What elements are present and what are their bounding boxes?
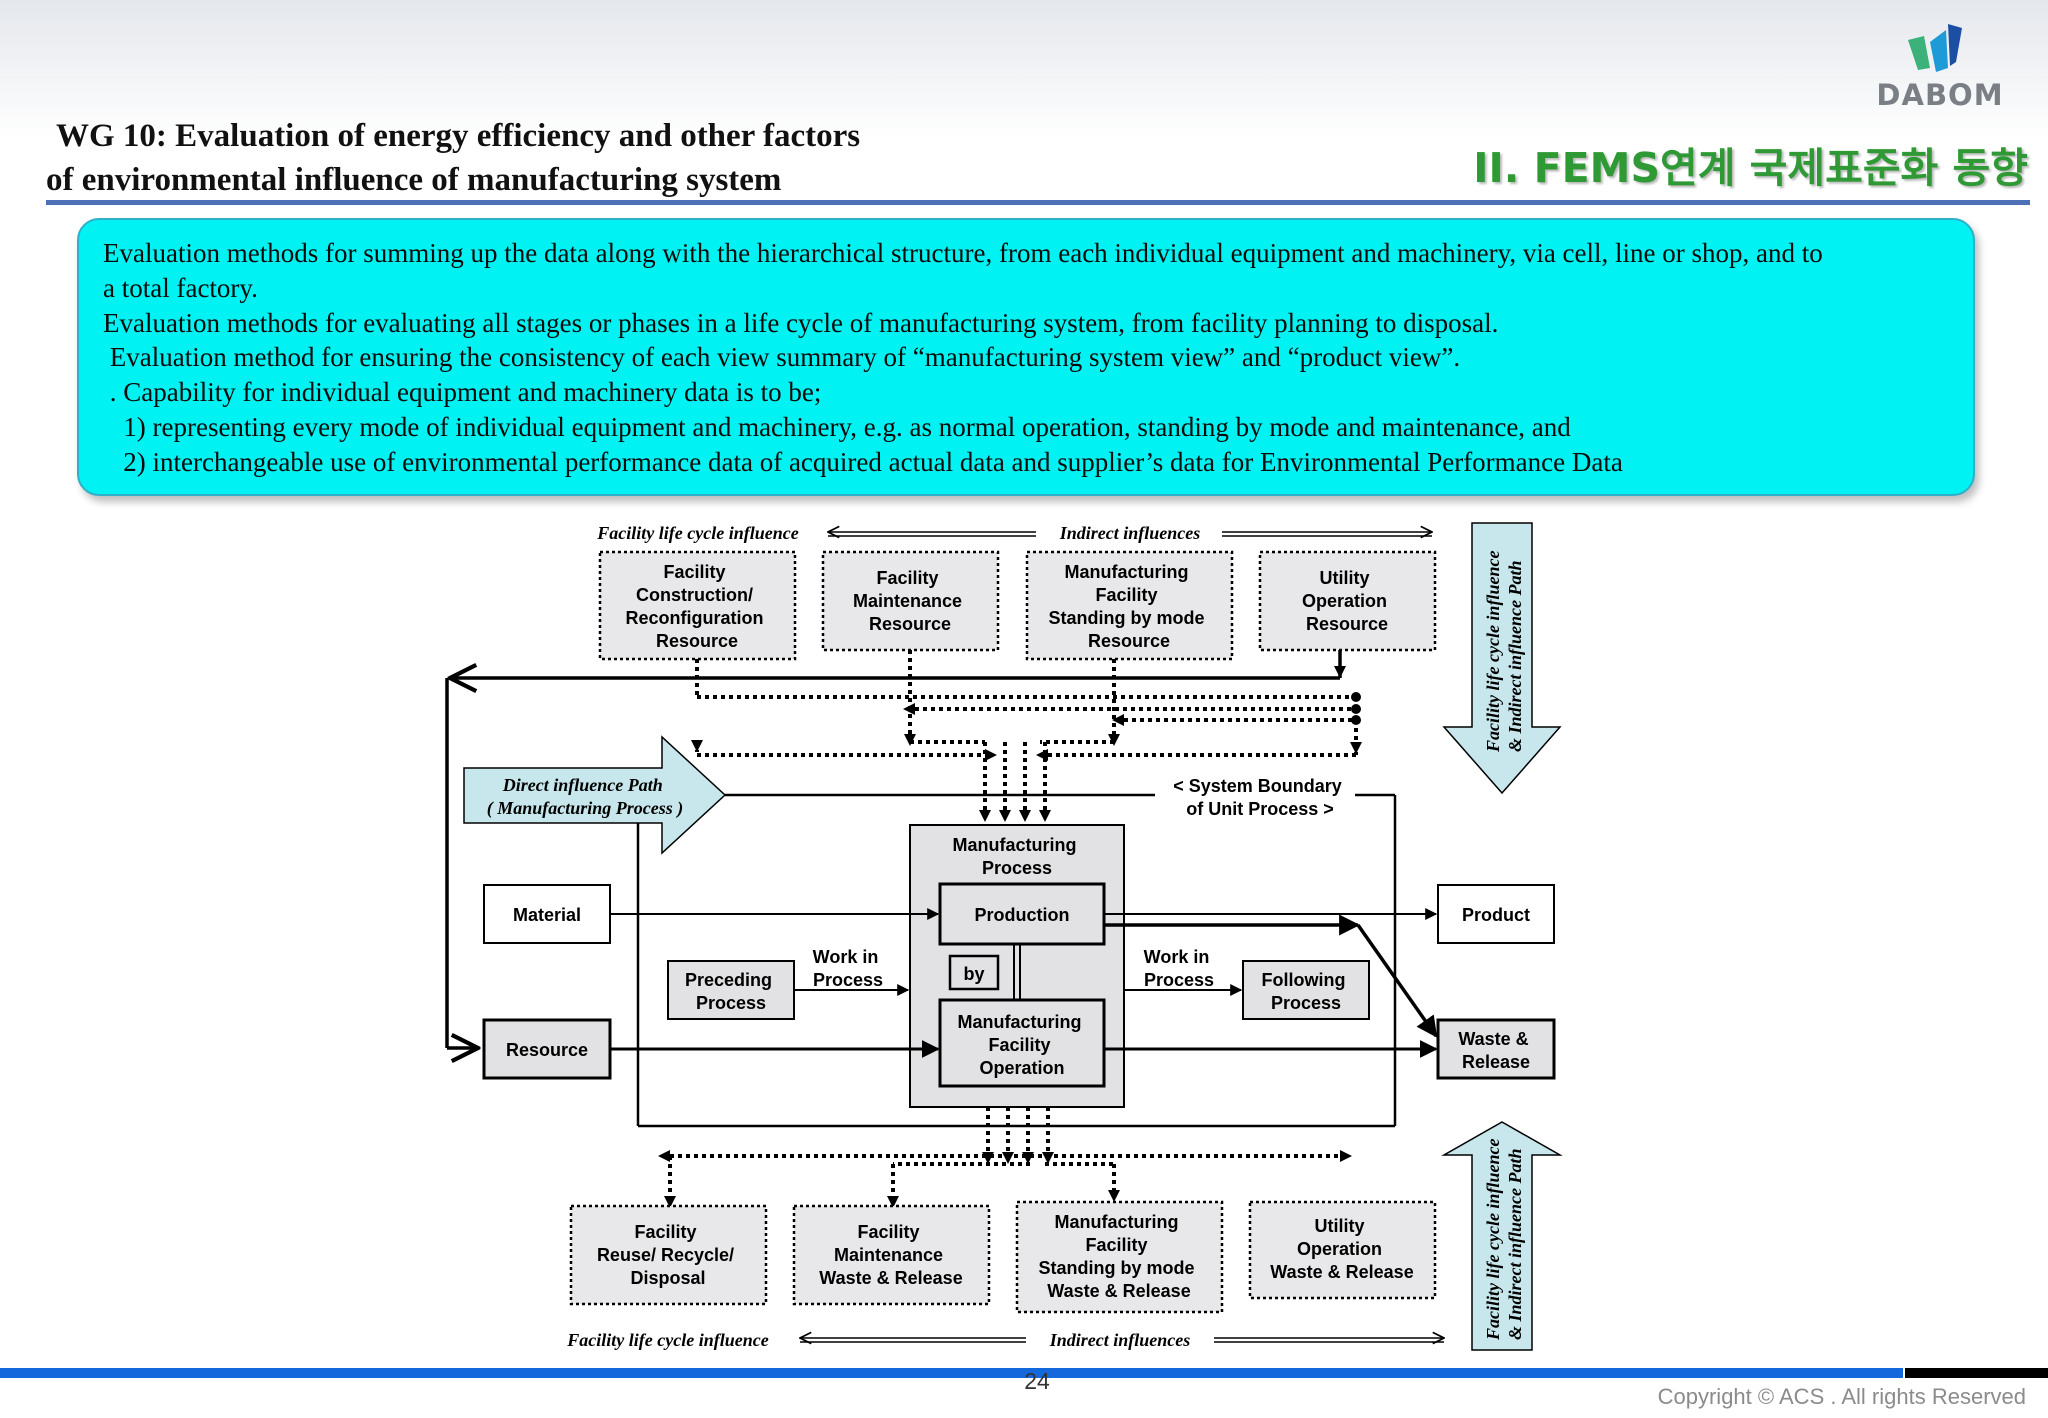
svg-text:Facility Reuse/ Recycle/: Facility Reuse/ Recycle/ Disposal bbox=[597, 1222, 739, 1288]
info-box: Evaluation methods for summing up the da… bbox=[77, 218, 1975, 496]
svg-text:Waste & Release: Waste & Release bbox=[1458, 1029, 1533, 1072]
svg-text:Product: Product bbox=[1462, 905, 1530, 925]
bottom-box-reuse: Facility Reuse/ Recycle/ Disposal bbox=[569, 1204, 768, 1306]
top-flow-arrowheads bbox=[691, 692, 1362, 822]
svg-text:Facility Maintenance: Facility Maintenance Resource bbox=[853, 568, 967, 634]
waste-release-box: Waste & Release bbox=[1436, 1018, 1556, 1080]
svg-text:Resource: Resource bbox=[506, 1040, 588, 1060]
product-box: Product bbox=[1437, 884, 1555, 944]
info-line: 2) interchangeable use of environmental … bbox=[103, 446, 1623, 477]
feedback-arrowhead-icon bbox=[1334, 666, 1346, 678]
copyright: Copyright © ACS . All rights Reserved bbox=[1657, 1384, 2026, 1409]
preceding-process-box: Preceding Process bbox=[667, 960, 795, 1020]
top-box-utility: Utility Operation Resource bbox=[1258, 550, 1437, 652]
info-line: Evaluation methods for evaluating all st… bbox=[103, 307, 1499, 338]
info-line: 1) representing every mode of individual… bbox=[103, 411, 1571, 442]
svg-text:Production: Production bbox=[975, 905, 1070, 925]
svg-text:by: by bbox=[963, 964, 984, 984]
svg-text:Preceding Process: Preceding Process bbox=[685, 970, 777, 1013]
bottom-indirect-label: Indirect influences bbox=[1049, 1330, 1191, 1350]
top-box-construction: Facility Construction/ Reconfiguration R… bbox=[598, 550, 797, 661]
following-process-box: Following Process bbox=[1242, 960, 1370, 1020]
info-line: a total factory. bbox=[103, 272, 258, 303]
production-box: Production bbox=[938, 882, 1106, 946]
svg-text:Facility Maintenance: Facility Maintenance Waste & Release bbox=[819, 1222, 962, 1288]
svg-text:Utility Operation: Utility Operation Resource bbox=[1302, 568, 1392, 634]
page-title: WG 10: Evaluation of energy efficiency a… bbox=[46, 114, 860, 202]
svg-text:Manufacturing Process: Manufacturing Process bbox=[952, 835, 1081, 878]
top-indirect-label: Indirect influences bbox=[1059, 523, 1201, 543]
logo-text: DABOM bbox=[1876, 78, 2004, 112]
facility-operation-box: Manufacturing Facility Operation bbox=[938, 998, 1106, 1088]
bottom-box-standby-waste: Manufacturing Facility Standing by mode … bbox=[1015, 1200, 1224, 1314]
bottom-box-utility-waste: Utility Operation Waste & Release bbox=[1248, 1200, 1437, 1300]
company-logo: DABOM bbox=[1870, 22, 2010, 114]
top-box-maintenance: Facility Maintenance Resource bbox=[821, 550, 1000, 652]
wip-left-label: Work in Process bbox=[813, 947, 884, 990]
svg-text:Direct influence Path (: Direct influence Path ( Manufacturing Pr… bbox=[487, 775, 684, 819]
info-line: Evaluation method for ensuring the consi… bbox=[103, 342, 1461, 373]
svg-text:Facility Construction/: Facility Construction/ Reconfiguration R… bbox=[625, 562, 768, 651]
info-line: . Capability for individual equipment an… bbox=[103, 377, 822, 408]
svg-text:Facility life cycle influence: Facility life cycle influence & Indirect… bbox=[1483, 546, 1525, 753]
side-arrow-bottom: Facility life cycle influence & Indirect… bbox=[1441, 1121, 1563, 1351]
footer-bar bbox=[0, 1368, 1903, 1378]
svg-text:Following Process: Following Process bbox=[1262, 970, 1351, 1013]
bottom-box-maintenance-waste: Facility Maintenance Waste & Release bbox=[792, 1204, 991, 1306]
info-line: Evaluation methods for summing up the da… bbox=[103, 238, 1823, 268]
resource-box: Resource bbox=[482, 1018, 612, 1080]
svg-text:Facility life cycle influence: Facility life cycle influence & Indirect… bbox=[1483, 1134, 1525, 1341]
top-lifecycle-label: Facility life cycle influence bbox=[596, 523, 798, 543]
bottom-dotted-flows bbox=[668, 1107, 1340, 1198]
bottom-lifecycle-label: Facility life cycle influence bbox=[566, 1330, 768, 1350]
system-boundary-label: < System Boundary of Unit Process > bbox=[1173, 776, 1347, 819]
by-box: by bbox=[948, 954, 1000, 991]
section-title: II. FEMS연계 국제표준화 동향 bbox=[1473, 144, 2028, 192]
logo-mark-icon bbox=[1908, 24, 1962, 72]
page-number: 24 bbox=[1024, 1368, 1050, 1394]
svg-text:Material: Material bbox=[513, 905, 581, 925]
svg-text:Manufacturing Facility: Manufacturing Facility Standing by mode … bbox=[1038, 1212, 1199, 1301]
header-divider bbox=[46, 200, 2030, 205]
material-box: Material bbox=[483, 884, 611, 944]
svg-text:Utility Operation: Utility Operation Waste & Release bbox=[1270, 1216, 1413, 1282]
title-line-2: of environmental influence of manufactur… bbox=[46, 162, 782, 198]
main-flow-lines bbox=[610, 908, 1438, 1058]
title-line-1: WG 10: Evaluation of energy efficiency a… bbox=[56, 118, 861, 154]
footer-bar-accent bbox=[1905, 1368, 2048, 1378]
svg-text:Manufacturing Facility: Manufacturing Facility Operation bbox=[957, 1012, 1086, 1078]
top-box-standby: Manufacturing Facility Standing by mode … bbox=[1025, 550, 1234, 661]
bottom-flow-arrowheads bbox=[658, 1150, 1352, 1208]
side-arrow-top: Facility life cycle influence & Indirect… bbox=[1442, 522, 1562, 795]
header-background bbox=[0, 0, 2048, 140]
system-boundary bbox=[636, 793, 1397, 1128]
wip-right-label: Work in Process bbox=[1144, 947, 1215, 990]
direct-influence-arrow: Direct influence Path ( Manufacturing Pr… bbox=[463, 735, 727, 855]
svg-text:Manufacturing Facility: Manufacturing Facility Standing by mode … bbox=[1048, 562, 1209, 651]
